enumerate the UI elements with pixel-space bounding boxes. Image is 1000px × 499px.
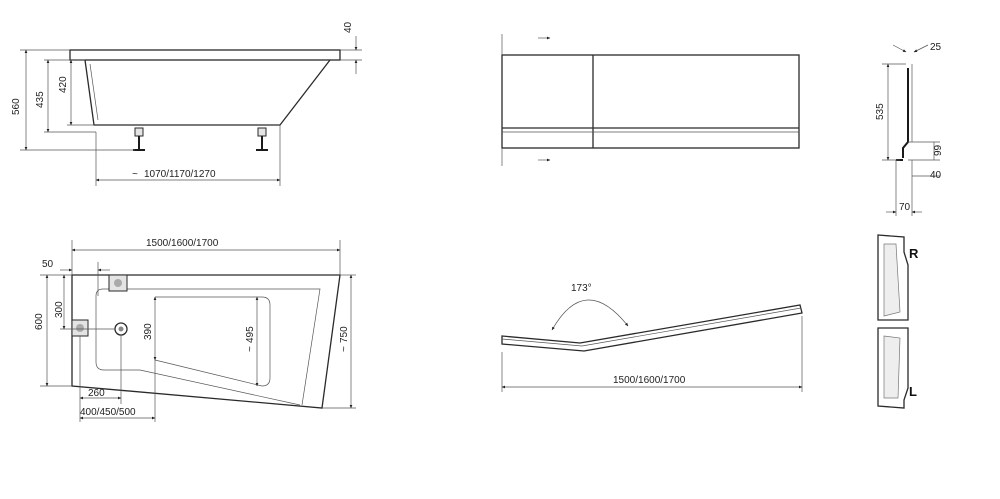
approx-symbol: ~	[132, 169, 138, 180]
dim-50-label: 50	[42, 259, 54, 270]
tub-leg-left	[133, 127, 145, 151]
dim-70-label: 70	[899, 202, 911, 213]
tub-rim	[69, 49, 341, 61]
approx-symbol-495: ~	[245, 346, 256, 352]
bathtub-top-view: 1500/1600/1700 50 600 300 390 ~ 495 ~ 75…	[34, 238, 356, 422]
dim-25-label: 25	[930, 42, 942, 53]
variant-right: R	[877, 234, 919, 321]
dim-40-profile-label: 40	[930, 170, 942, 181]
dim-390-label: 390	[143, 323, 154, 340]
dim-length-label: 1500/1600/1700	[146, 238, 219, 249]
dim-400-label: 400/450/500	[80, 407, 136, 418]
dim-560-label: 560	[11, 98, 22, 115]
dim-600-label: 600	[34, 313, 45, 330]
variant-right-label: R	[909, 246, 919, 261]
panel-outline	[501, 54, 800, 149]
panel-profile-view: 25 535 99 40 70	[875, 42, 944, 216]
curved-panel-view: 173° 1500/1600/1700	[501, 283, 803, 392]
dim-750-label: 750	[339, 326, 350, 343]
curved-panel-outline	[501, 304, 803, 352]
variant-left-shape	[877, 327, 909, 409]
bathtub-side-view: 560 435 420 40 ~ 1070/1170/1270	[11, 21, 362, 186]
dim-535-label: 535	[875, 103, 886, 120]
tub-outer-outline	[71, 274, 341, 409]
angle-label: 173°	[571, 283, 592, 294]
dim-300-label: 300	[54, 301, 65, 318]
approx-symbol-750: ~	[339, 346, 350, 352]
variant-left-label: L	[909, 384, 917, 399]
dim-260-label: 260	[88, 388, 105, 399]
dim-99-label: 99	[933, 144, 944, 156]
variant-left: L	[877, 327, 917, 409]
tub-basin-outline	[154, 296, 271, 387]
dim-420-label: 420	[58, 76, 69, 93]
variant-right-shape	[877, 234, 909, 321]
tub-body-outline	[84, 59, 331, 126]
tub-leg-right	[256, 127, 268, 151]
panel-profile-outline	[902, 68, 909, 158]
dim-bottom-length-label: 1070/1170/1270	[144, 169, 216, 180]
dim-40-label: 40	[343, 21, 354, 33]
curved-panel-length-label: 1500/1600/1700	[613, 375, 686, 386]
dim-435-label: 435	[35, 91, 46, 108]
front-panel-view	[501, 34, 800, 166]
dim-495-label: 495	[245, 326, 256, 343]
